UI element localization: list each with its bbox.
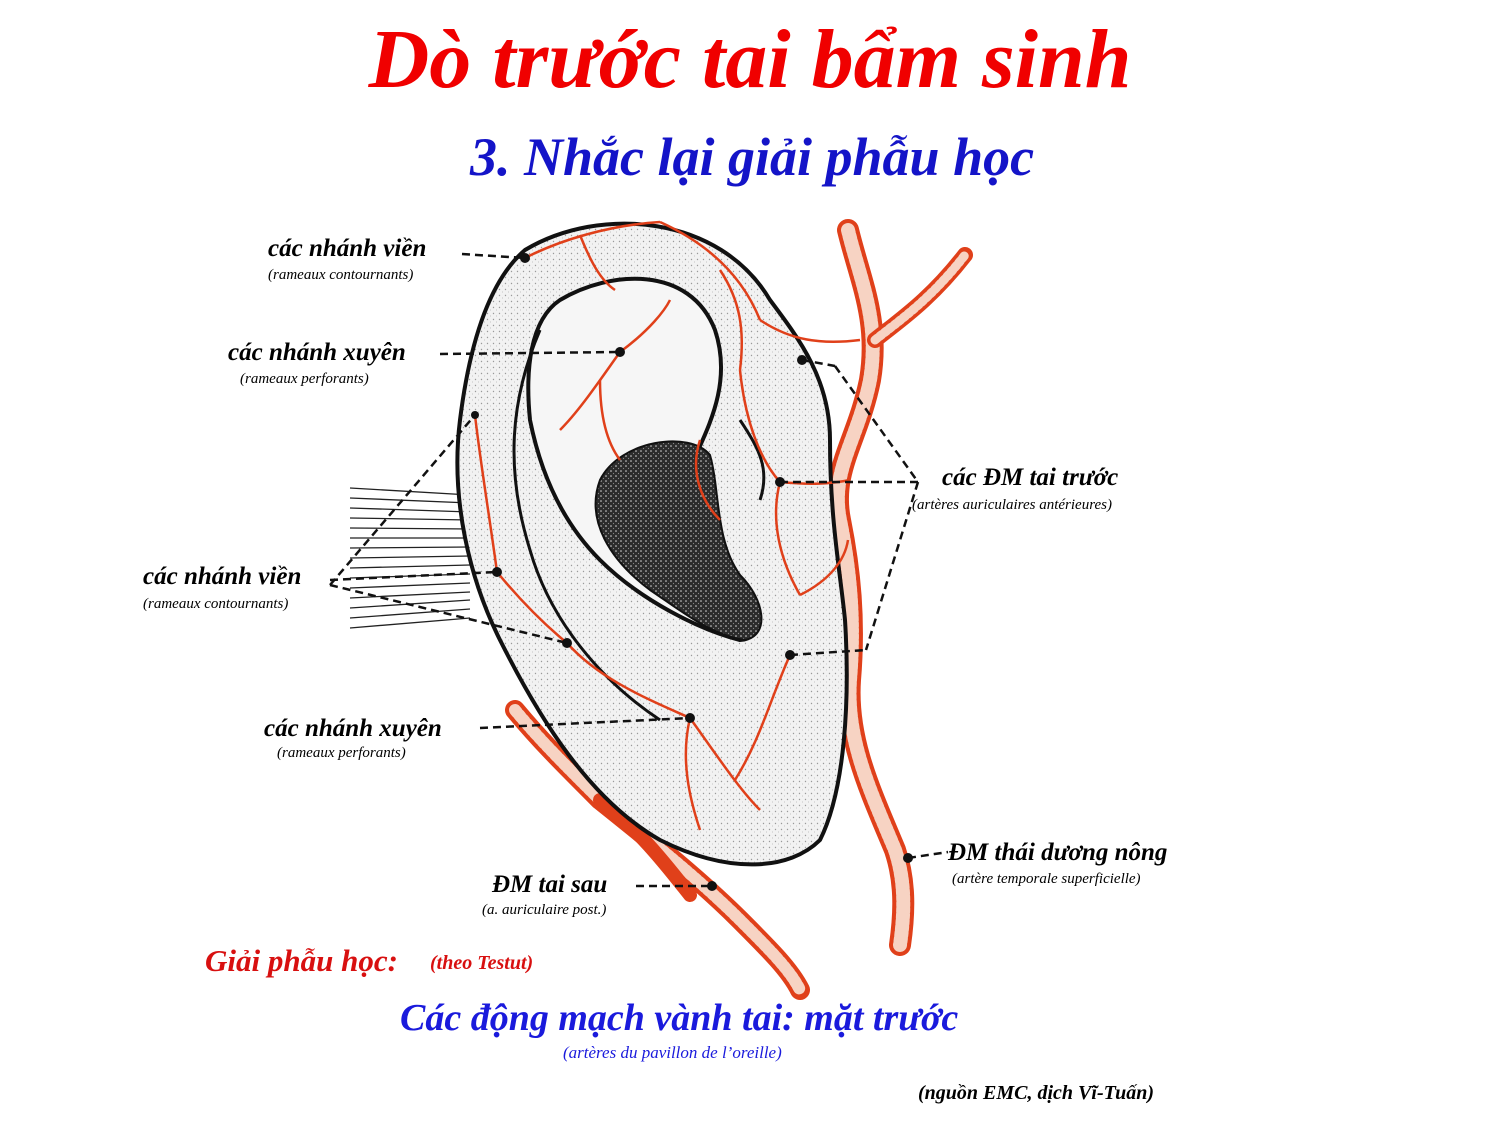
- label-perforating-bottom: các nhánh xuyên: [264, 715, 442, 742]
- caption-main-fr: (artères du pavillon de l’oreille): [563, 1043, 782, 1062]
- caption-anatomy: Giải phẫu học:: [205, 943, 398, 978]
- ear-arterial-branches: [473, 220, 861, 831]
- label-rim-branches-top-fr: (rameaux contournants): [268, 267, 414, 283]
- caption-source: (nguồn EMC, dịch Vĩ-Tuấn): [918, 1082, 1154, 1104]
- label-rim-branches-mid: các nhánh viền: [143, 563, 302, 590]
- caption-author: (theo Testut): [430, 952, 534, 974]
- label-anterior-auricular: các ĐM tai trước: [942, 464, 1119, 491]
- leader-lines: [329, 252, 949, 888]
- label-rim-branches-mid-fr: (rameaux contournants): [143, 596, 289, 612]
- label-posterior-auricular-fr: (a. auriculaire post.): [482, 902, 607, 918]
- label-perforating-bottom-fr: (rameaux perforants): [277, 745, 406, 761]
- concha: [594, 440, 763, 642]
- label-perforating-top-fr: (rameaux perforants): [240, 371, 369, 387]
- label-rim-branches-top: các nhánh viền: [268, 235, 427, 262]
- label-superficial-temporal-fr: (artère temporale superficielle): [952, 871, 1141, 887]
- label-perforating-top: các nhánh xuyên: [228, 339, 406, 366]
- hair-strands: [349, 487, 471, 629]
- page-title: Dò trước tai bẩm sinh: [368, 13, 1132, 106]
- label-posterior-auricular: ĐM tai sau: [492, 871, 608, 898]
- superficial-temporal-artery: [826, 219, 973, 956]
- section-subtitle: 3. Nhắc lại giải phẫu học: [470, 127, 1035, 187]
- label-anterior-auricular-fr: (artères auriculaires antérieures): [912, 497, 1112, 513]
- caption-main: Các động mạch vành tai: mặt trước: [400, 997, 959, 1039]
- label-superficial-temporal: ĐM thái dương nông: [948, 839, 1168, 866]
